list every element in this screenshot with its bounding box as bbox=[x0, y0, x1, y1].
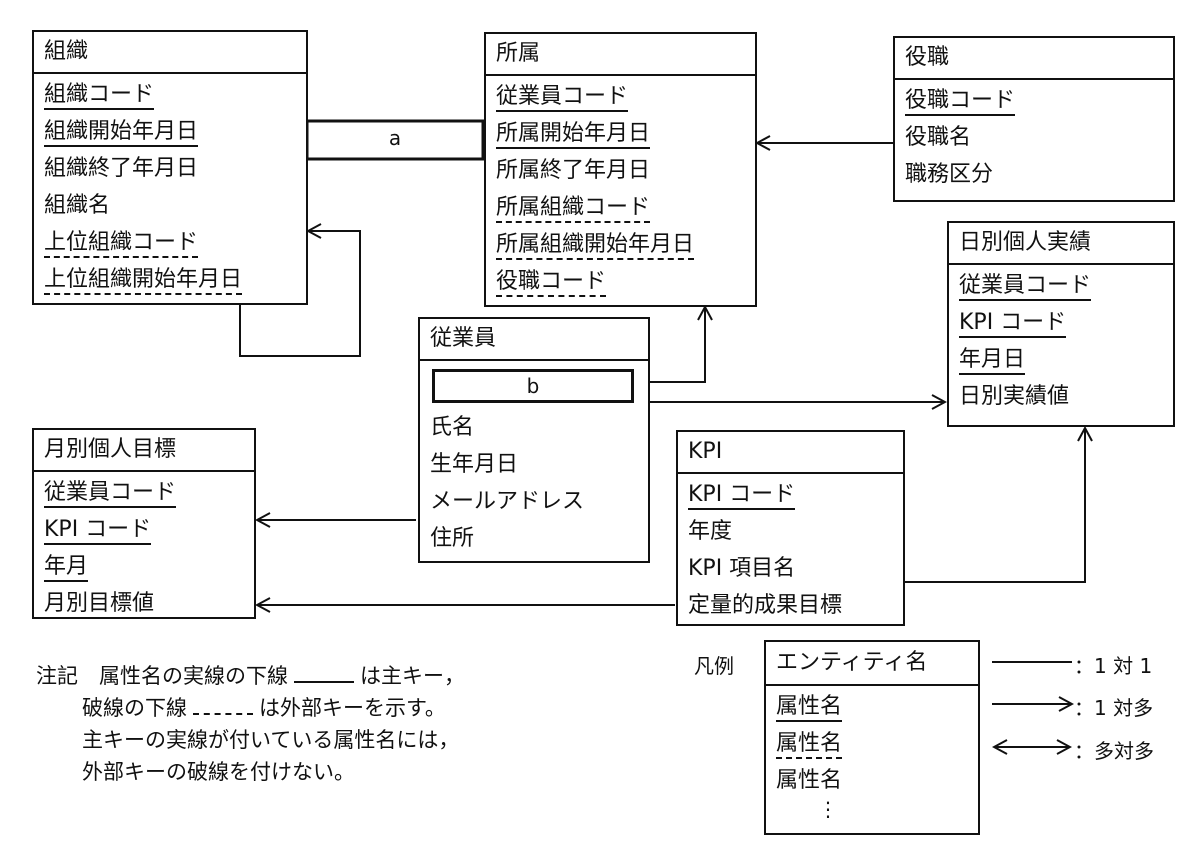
rel-soshiki-self bbox=[239, 231, 361, 357]
attr-pk: KPI コード bbox=[959, 304, 1173, 341]
legend-dots: ⋮ bbox=[818, 797, 838, 821]
legend-entity: エンティティ名 属性名 属性名 属性名 ⋮ bbox=[764, 640, 980, 835]
attr-pk: 役職コード bbox=[905, 82, 1173, 119]
attr: 生年月日 bbox=[430, 452, 519, 477]
rel-jugyoin-shozoku bbox=[650, 307, 705, 383]
note-line-1: 注記 属性名の実線の下線は主キー， bbox=[36, 664, 465, 688]
attr-pk: 年月日 bbox=[959, 341, 1173, 378]
legend-many-to-many: ：多対多 bbox=[1074, 739, 1154, 763]
attr-pk: 従業員コード bbox=[44, 474, 254, 511]
attr: 役職名 bbox=[905, 125, 972, 150]
attr: 氏名 bbox=[430, 415, 475, 440]
blank-a-box bbox=[305, 119, 485, 161]
attr: 所属終了年月日 bbox=[496, 158, 651, 183]
attr-pk: KPI コード bbox=[688, 476, 903, 513]
entity-shozoku: 所属 従業員コード 所属開始年月日 所属終了年月日 所属組織コード 所属組織開始… bbox=[484, 32, 757, 307]
attr-fk: 上位組織コード bbox=[44, 224, 306, 261]
dashed-underline-sample bbox=[193, 713, 253, 715]
note: 注記 属性名の実線の下線は主キー， 破線の下線は外部キーを示す。 主キーの実線が… bbox=[36, 660, 465, 788]
blank-a-label: a bbox=[388, 126, 402, 150]
attr: 月別目標値 bbox=[44, 591, 155, 616]
entity-title: 役職 bbox=[895, 38, 1173, 80]
legend-one-to-many: ：1 対多 bbox=[1074, 696, 1154, 720]
entity-title: 日別個人実績 bbox=[949, 223, 1173, 265]
attr: メールアドレス bbox=[430, 489, 585, 514]
attr: 職務区分 bbox=[905, 162, 994, 187]
entity-getsubetsu: 月別個人目標 従業員コード KPI コード 年月 月別目標値 bbox=[32, 428, 256, 619]
entity-title: 所属 bbox=[486, 34, 755, 76]
attr-fk: 上位組織開始年月日 bbox=[44, 261, 306, 298]
legend-attr-pk: 属性名 bbox=[776, 688, 978, 725]
attr-pk: 所属開始年月日 bbox=[496, 115, 755, 152]
attr: 組織終了年月日 bbox=[44, 156, 199, 181]
attr-pk: 組織コード bbox=[44, 76, 306, 113]
attr-fk: 所属組織コード bbox=[496, 189, 755, 226]
attr-fk: 役職コード bbox=[496, 263, 755, 300]
legend-one-to-one: ：1 対 1 bbox=[1074, 654, 1153, 678]
solid-underline-sample bbox=[294, 681, 354, 683]
blank-b-box: b bbox=[432, 369, 634, 403]
entity-yakushoku: 役職 役職コード 役職名 職務区分 bbox=[893, 36, 1175, 202]
attr-pk: 従業員コード bbox=[959, 267, 1173, 304]
attr-pk: 従業員コード bbox=[496, 78, 755, 115]
attr-pk: 年月 bbox=[44, 548, 254, 585]
legend-entity-title: エンティティ名 bbox=[766, 642, 978, 686]
attr-pk: 組織開始年月日 bbox=[44, 113, 306, 150]
attr-fk: 所属組織開始年月日 bbox=[496, 226, 755, 263]
attr: KPI 項目名 bbox=[688, 556, 796, 581]
entity-title: 月別個人目標 bbox=[34, 430, 254, 472]
legend-attr: 属性名 bbox=[776, 768, 843, 793]
legend-attr-fk: 属性名 bbox=[776, 725, 978, 762]
entity-title: 従業員 bbox=[420, 319, 648, 361]
attr: 定量的成果目標 bbox=[688, 593, 843, 618]
legend-label: 凡例 bbox=[694, 654, 734, 678]
attr: 組織名 bbox=[44, 193, 111, 218]
entity-jugyoin: 従業員 b 氏名 生年月日 メールアドレス 住所 bbox=[418, 317, 650, 563]
attr: 住所 bbox=[430, 526, 475, 551]
attr: 年度 bbox=[688, 519, 733, 544]
attr-pk: KPI コード bbox=[44, 511, 254, 548]
entity-title: KPI bbox=[678, 432, 903, 474]
note-line-3: 主キーの実線が付いている属性名には， bbox=[82, 728, 460, 752]
note-line-4: 外部キーの破線を付けない。 bbox=[82, 760, 355, 784]
rel-kpi-nichibetsu bbox=[905, 428, 1085, 583]
attr: 日別実績値 bbox=[959, 384, 1070, 409]
note-line-2: 破線の下線は外部キーを示す。 bbox=[82, 696, 446, 720]
entity-soshiki: 組織 組織コード 組織開始年月日 組織終了年月日 組織名 上位組織コード 上位組… bbox=[32, 30, 308, 305]
entity-title: 組織 bbox=[34, 32, 306, 74]
entity-nichibetsu: 日別個人実績 従業員コード KPI コード 年月日 日別実績値 bbox=[947, 221, 1175, 427]
entity-kpi: KPI KPI コード 年度 KPI 項目名 定量的成果目標 bbox=[676, 430, 905, 626]
